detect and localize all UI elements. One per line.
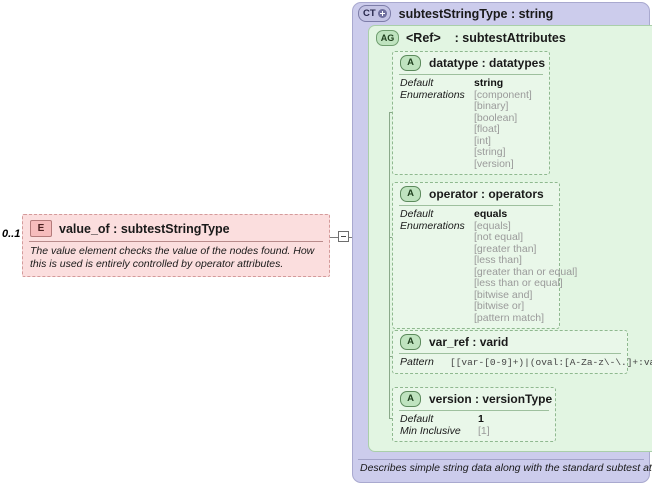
facet-value: [less than] [474,254,522,266]
facet-value: equals [474,208,508,220]
facet-value: [equals] [474,219,511,232]
attribute-title-var-ref: var_ref : varid [429,335,509,349]
attribute-title-datatype: datatype : datatypes [429,56,546,70]
attribute-divider [399,205,553,206]
facet-label-default: Default [400,413,434,425]
attribute-title-operator: operator : operators [429,187,544,201]
element-box[interactable]: E value_of : subtestStringType The value… [22,214,330,277]
facet-label-default: Default [400,208,434,220]
facet-label-pattern: Pattern [400,356,434,368]
attribute-divider [399,353,621,354]
facet-value: [[var-[0-9]+)|(oval:[A-Za-z\-\.]+:var:[1… [450,357,652,368]
facet-grid-version: Default 1 Min Inclusive [1] [398,413,550,438]
facet-value: [version] [474,157,514,170]
facet-values-min-inclusive: [1] [478,424,550,438]
element-title: value_of : subtestStringType [59,221,230,236]
element-divider [29,241,323,242]
tree-trunk-line [389,112,390,418]
cardinality-label: 0..1 [2,228,21,240]
facet-grid-var-ref: Pattern [[var-[0-9]+)|(oval:[A-Za-z\-\.]… [398,356,652,369]
attribute-badge-icon: A [400,334,421,350]
facet-value: [greater than or equal] [474,265,578,278]
attribute-badge-icon: A [400,55,421,71]
attribute-box-version[interactable]: A version : versionType Default 1 Min In… [392,387,556,442]
complex-type-header: CT subtestStringType : string [358,5,553,22]
facet-value: 1 [478,413,484,425]
attribute-box-var-ref[interactable]: A var_ref : varid Pattern [[var-[0-9]+)|… [392,330,652,374]
attribute-box-operator[interactable]: A operator : operators Default equals En… [392,182,577,329]
element-header: E value_of : subtestStringType [28,219,324,241]
attribute-box-datatype[interactable]: A datatype : datatypes Default string En… [392,51,550,175]
facet-value: [bitwise and] [474,288,533,301]
facet-values-default: 1 [478,413,550,426]
attribute-group-ref-label: <Ref> : subtestAttributes [406,31,566,45]
footer-divider [358,459,644,460]
facet-values-enumerations: [component] [binary] [boolean] [float] [… [474,88,544,171]
facet-value: [pattern match] [474,311,545,324]
attribute-badge-icon: A [400,186,421,202]
facet-values-default: equals [474,208,577,221]
attribute-group-type: : subtestAttributes [454,31,566,45]
facet-grid-datatype: Default string Enumerations [component] … [398,77,544,171]
facet-value: string [474,77,504,89]
facet-value: [1] [478,424,490,437]
element-badge-icon: E [30,220,52,237]
facet-label-enumerations: Enumerations [400,219,465,232]
facet-value: [float] [474,123,500,135]
attribute-header-operator: A operator : operators [398,186,554,205]
element-description: The value element checks the value of th… [30,245,315,270]
facet-value: [boolean] [474,111,518,124]
complex-type-badge-icon: CT [358,5,391,22]
collapse-toggle-icon[interactable] [338,231,349,242]
facet-label-default: Default [400,77,434,89]
facet-grid-operator: Default equals Enumerations [equals] [no… [398,208,577,324]
attribute-header-datatype: A datatype : datatypes [398,55,546,74]
facet-label-enumerations: Enumerations [400,88,465,101]
attribute-badge-icon: A [400,391,421,407]
facet-value: [bitwise or] [474,300,525,312]
complex-type-badge-label: CT [363,7,376,19]
plus-circle-icon[interactable] [377,9,387,18]
facet-value: [string] [474,146,506,158]
facet-label-min-inclusive: Min Inclusive [400,424,461,437]
complex-type-footer-text: Describes simple string data along with … [360,462,652,474]
facet-value: [greater than] [474,242,537,255]
attribute-header-var-ref: A var_ref : varid [398,334,622,353]
facet-value: [component] [474,88,532,101]
facet-values-enumerations: [equals] [not equal] [greater than] [les… [474,219,578,325]
attribute-group-badge-icon: AG [376,30,399,46]
connector-line-left [330,237,339,238]
facet-value: [int] [474,134,491,147]
attribute-title-version: version : versionType [429,392,553,406]
facet-value: [binary] [474,100,509,112]
complex-type-title: subtestStringType : string [398,6,554,21]
attribute-group-ref: <Ref> [406,31,441,45]
facet-values-default: string [474,77,544,90]
attribute-divider [399,410,549,411]
facet-value: [not equal] [474,231,524,243]
attribute-divider [399,74,543,75]
facet-value: [less than or equal] [474,277,563,289]
facet-values-pattern: [[var-[0-9]+)|(oval:[A-Za-z\-\.]+:var:[1… [450,357,652,369]
attribute-header-version: A version : versionType [398,391,553,410]
attribute-group-header: AG <Ref> : subtestAttributes [376,30,566,46]
